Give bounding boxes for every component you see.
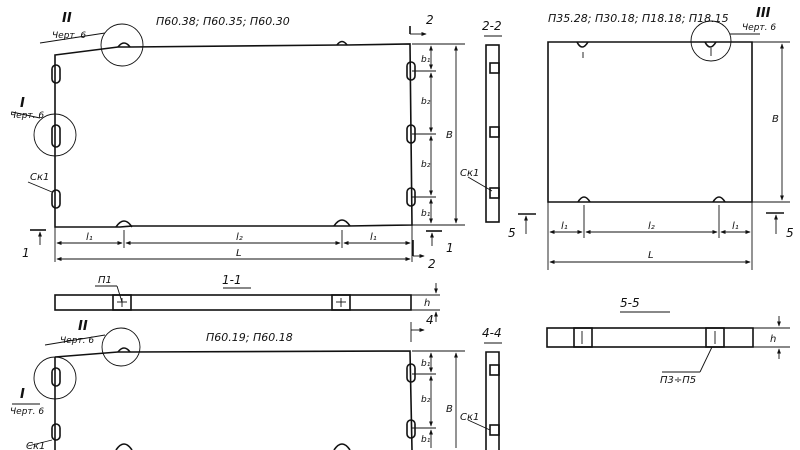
side-slot (406, 363, 416, 383)
dim-L: L (648, 250, 654, 261)
section-1-mark: 1 (446, 241, 454, 255)
section-4-4-label: 4-4 (482, 326, 502, 340)
dim-b1: b₁ (421, 209, 431, 219)
section-1-mark: 1 (22, 246, 30, 260)
section-2-mark: 2 (428, 257, 436, 271)
notch (117, 42, 131, 48)
dim-b2: b₂ (421, 395, 431, 405)
drawing-ref: Черт. 6 (60, 336, 94, 346)
side-slot (51, 124, 61, 148)
dim-L: L (236, 248, 242, 259)
section-body (54, 294, 412, 311)
detail-circle (33, 113, 77, 157)
plate-b (518, 20, 790, 270)
drawing-ref: Черт. 6 (742, 23, 776, 33)
section-body (485, 44, 500, 223)
dim-l1: l₁ (370, 232, 377, 243)
notch (712, 196, 726, 203)
dim-l2: l₂ (236, 232, 243, 243)
dim-B: B (446, 130, 453, 141)
side-slot (51, 189, 61, 209)
notch (704, 41, 717, 48)
section-2-mark: 2 (426, 13, 434, 27)
detail-ref-1: I (20, 387, 25, 402)
notch (333, 219, 351, 227)
side-slot (51, 64, 61, 84)
section-5-mark: 5 (786, 226, 794, 240)
section-body (546, 327, 754, 348)
notch (115, 443, 133, 450)
section-5-5-label: 5-5 (620, 296, 640, 310)
notch (117, 347, 131, 353)
dim-b1: b₁ (421, 435, 431, 445)
detail-ref-2: II (78, 319, 88, 334)
plate-b-title: П35.28; П30.18; П18.18; П18.15 (548, 12, 729, 25)
notch (115, 220, 133, 228)
dim-l1: l₁ (732, 221, 739, 232)
dim-l1: l₁ (561, 221, 568, 232)
p3p5-label: П3÷П5 (660, 375, 696, 386)
notch (336, 40, 348, 46)
detail-circle (100, 23, 144, 67)
plate-a (11, 23, 465, 262)
side-slot (406, 419, 416, 439)
detail-ref-1: I (20, 96, 25, 111)
detail-circle (33, 356, 77, 400)
detail-circle (690, 20, 732, 62)
notch (576, 41, 589, 48)
dim-h: h (770, 334, 776, 345)
detail-ref-3: III (756, 6, 771, 21)
dim-b1: b₁ (421, 359, 431, 369)
section-4-4 (467, 342, 502, 450)
dim-B: B (772, 114, 779, 125)
detail-ref-2: II (62, 11, 72, 26)
ck1-label: Ск1 (30, 172, 49, 183)
dim-l2: l₂ (648, 221, 655, 232)
section-4-mark: 4 (426, 313, 434, 327)
section-2-2 (467, 35, 502, 223)
detail-circle (101, 327, 141, 367)
drawing-ref: Черт. 6 (10, 407, 44, 417)
dim-b2: b₂ (421, 160, 431, 170)
dim-l1: l₁ (86, 232, 93, 243)
dim-b1: b₁ (421, 55, 431, 65)
section-5-mark: 5 (508, 226, 516, 240)
dim-B: B (446, 404, 453, 415)
ck1-label: Ск1 (460, 168, 479, 179)
section-1-1-label: 1-1 (222, 273, 242, 287)
ck1-label: Ск1 (460, 412, 479, 423)
section-5-5 (546, 311, 790, 373)
dim-h: h (424, 298, 430, 309)
dim-b2: b₂ (421, 97, 431, 107)
plate-c-title: П60.19; П60.18 (206, 331, 293, 344)
section-2-2-label: 2-2 (482, 19, 502, 33)
ck1-label: Ск1 (26, 441, 45, 450)
plate-a-title: П60.38; П60.35; П60.30 (156, 15, 290, 28)
section-1-1 (54, 283, 440, 322)
p1-label: П1 (98, 275, 112, 286)
drawing-ref: Черт. 6 (10, 111, 44, 121)
side-slot (51, 423, 61, 441)
side-slot (51, 367, 61, 387)
plate-c (12, 322, 465, 450)
drawing-ref: Черт. 6 (52, 31, 86, 41)
notch (333, 443, 351, 450)
notch (577, 196, 591, 203)
